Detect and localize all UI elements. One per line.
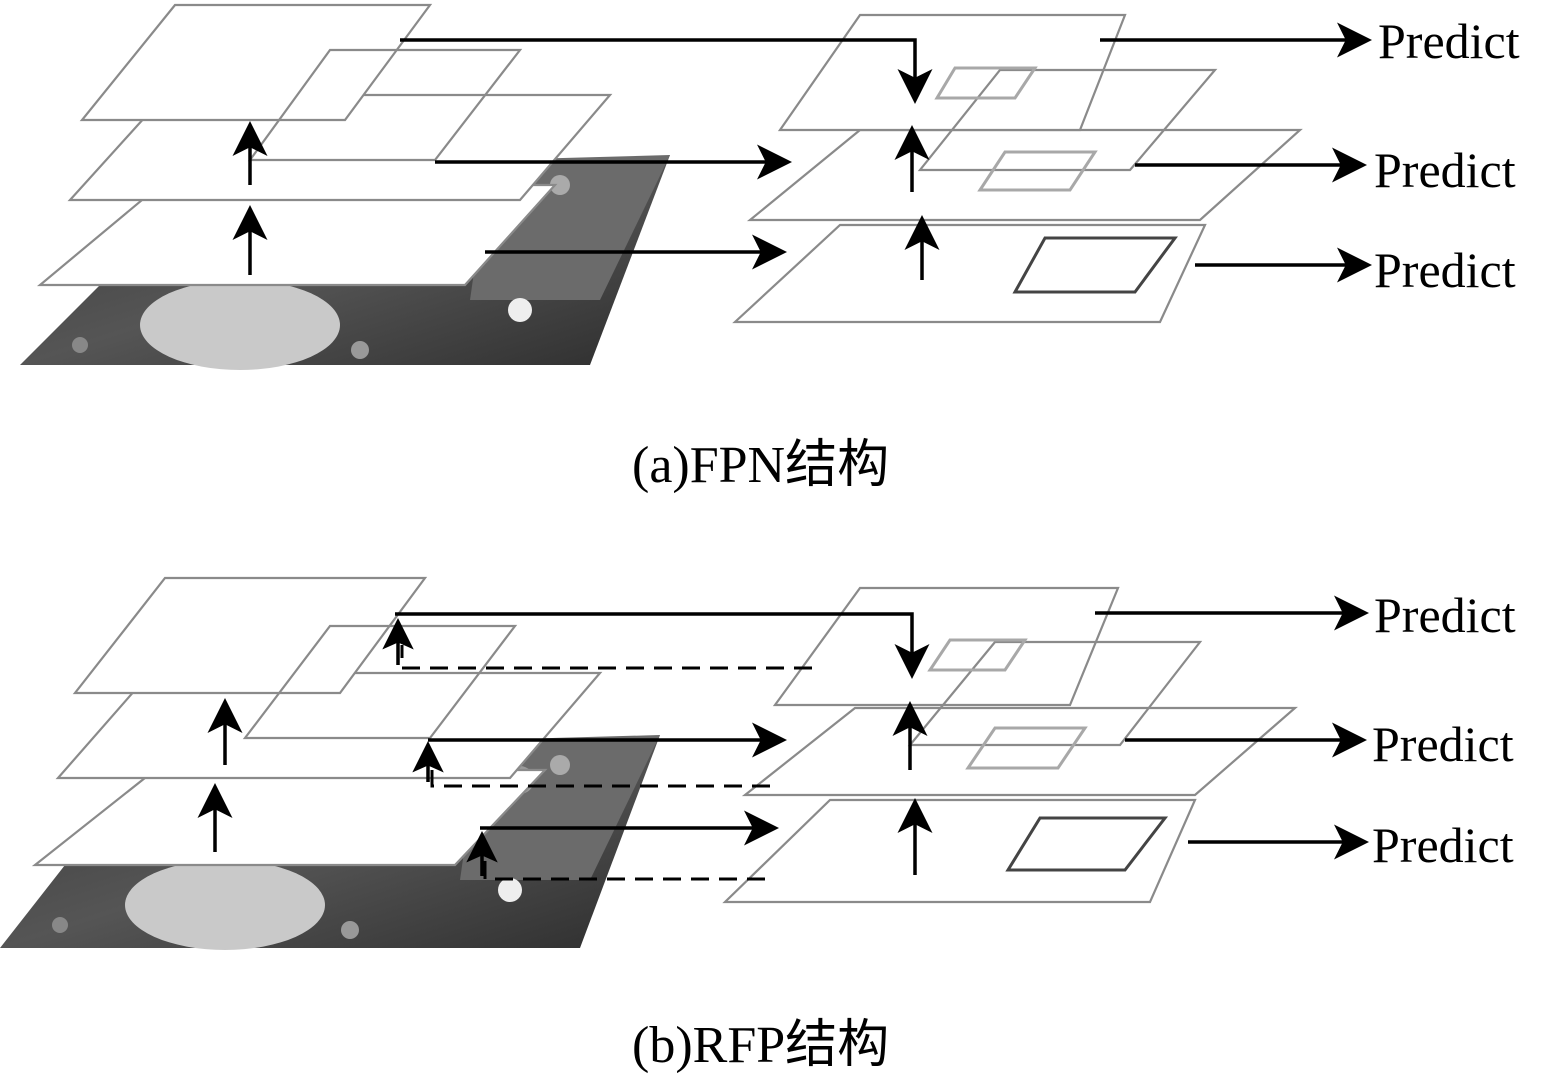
feedback-dashed-b3	[483, 858, 765, 881]
rfp-plane-p4-b	[741, 706, 1298, 797]
fpn-plane-p4-a	[746, 128, 1303, 222]
feedback-dashed-b2	[430, 760, 770, 788]
panel-b-rfp: Predict Predict Predict (b)RFP结构	[0, 576, 1516, 1074]
predict-label-b2: Predict	[1372, 716, 1514, 772]
lateral-arrow-a-top	[400, 38, 933, 104]
lateral-arrow-b-top	[395, 612, 930, 679]
roi-box-a1	[934, 66, 1038, 100]
leaf-shape	[125, 860, 325, 950]
caption-b: (b)RFP结构	[632, 1017, 889, 1074]
fpn-plane-p3-a	[732, 223, 1207, 324]
predict-label-a2: Predict	[1374, 142, 1516, 198]
predict-label-a1: Predict	[1378, 13, 1520, 69]
caption-a: (a)FPN结构	[632, 437, 889, 494]
backbone-plane-c5-b	[72, 576, 428, 695]
roi-box-a3	[1012, 236, 1178, 294]
leaf-shape	[140, 280, 340, 370]
predict-label-b3: Predict	[1372, 817, 1514, 873]
backbone-plane-c3-b	[31, 768, 548, 867]
predict-label-b1: Predict	[1374, 587, 1516, 643]
backbone-plane-c5-a	[79, 3, 433, 122]
backbone-plane-c4-b	[55, 671, 603, 780]
roi-box-b3	[1005, 816, 1169, 872]
backbone-plane-c4-a	[67, 93, 613, 202]
rfp-plane-p3-b	[722, 798, 1197, 904]
roi-box-b1	[927, 638, 1028, 672]
roi-box-b2	[965, 726, 1088, 770]
predict-label-a3: Predict	[1374, 242, 1516, 298]
panel-a-fpn: Predict Predict Predict (a)FPN结构	[20, 3, 1520, 494]
roi-box-a2	[977, 150, 1098, 192]
feedback-dashed-b1	[400, 645, 812, 670]
